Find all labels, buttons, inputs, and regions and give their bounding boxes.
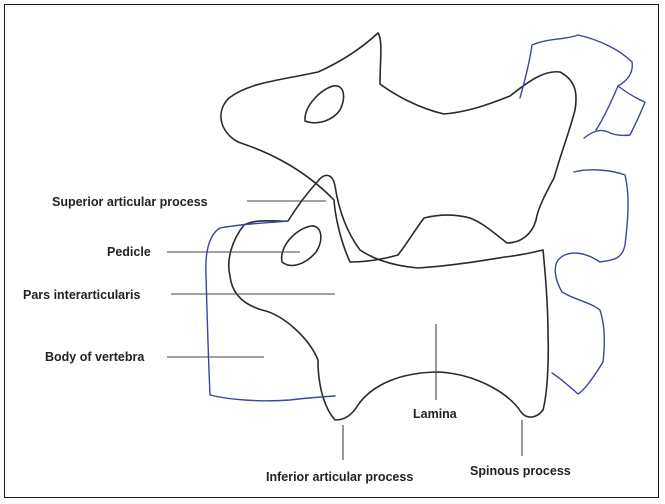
upper-pedicle-outline (305, 86, 344, 123)
main-pedicle-outline (282, 226, 321, 265)
label-inferior-articular-process: Inferior articular process (266, 470, 413, 484)
leader-lines (167, 201, 522, 460)
label-lamina: Lamina (413, 407, 458, 421)
label-body-of-vertebra: Body of vertebra (45, 350, 145, 364)
upper-vertebra-outline (221, 33, 576, 262)
upper-spinous-outline (520, 35, 645, 138)
lower-body-outline (206, 221, 335, 401)
label-pars-interarticularis: Pars interarticularis (23, 288, 140, 302)
label-pedicle: Pedicle (107, 245, 151, 259)
label-spinous-process: Spinous process (470, 464, 571, 478)
middle-posterior-outline (552, 170, 628, 394)
label-superior-articular-process: Superior articular process (52, 195, 208, 209)
upper-spinous-inner (596, 86, 618, 130)
main-vertebra-outline (229, 175, 548, 420)
